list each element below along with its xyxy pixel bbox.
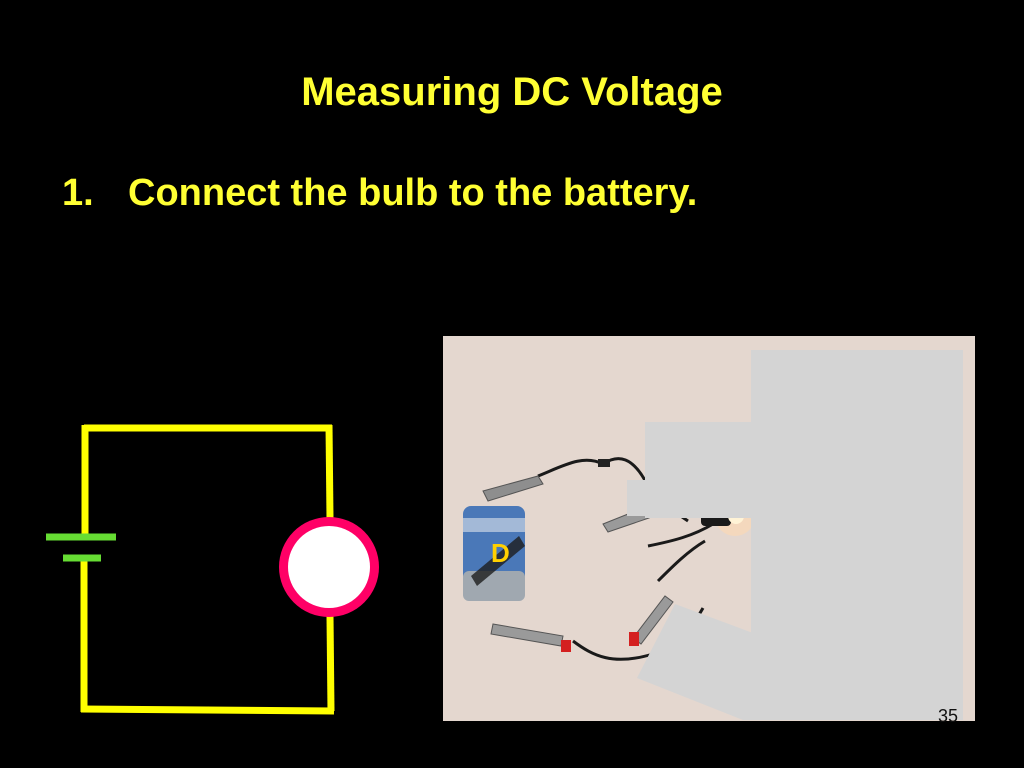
battery-label: D [491,538,510,568]
slide-title: Measuring DC Voltage [301,70,723,114]
wire-bottom [80,705,335,715]
wire-right-lower [326,615,335,712]
bullet-number: 1. [62,172,94,214]
circuit-photo: D [443,336,975,721]
circuit-wires [80,424,335,715]
bulb-symbol-icon [279,517,379,617]
battery-symbol-icon [46,533,116,562]
slide-number: 35 [938,706,959,726]
photo-battery: D [463,506,525,601]
circuit-diagram [46,424,379,715]
wire-right-upper [325,424,334,519]
photo-redactions [627,350,963,720]
bullet-text: Connect the bulb to the battery. [128,172,698,214]
bullet-item: 1. Connect the bulb to the battery. [62,172,697,215]
